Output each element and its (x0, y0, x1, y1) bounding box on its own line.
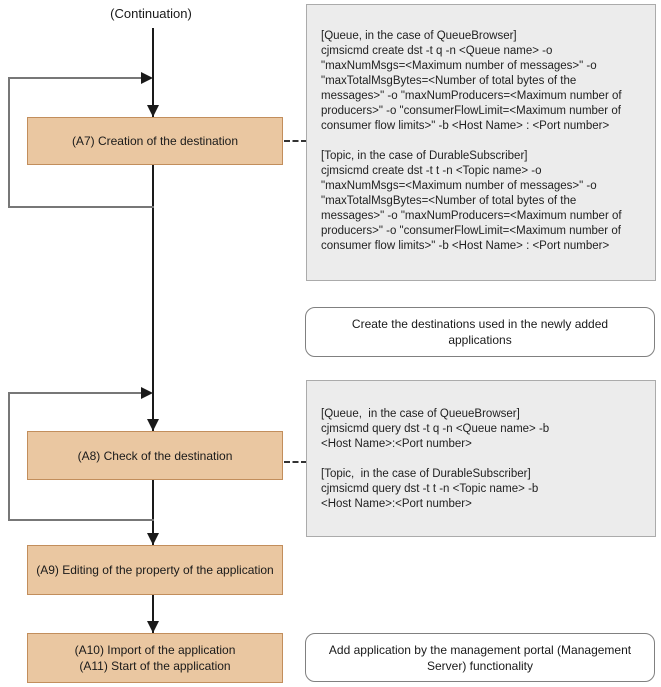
process-box-a7: (A7) Creation of the destination (27, 117, 283, 165)
process-box-a11-label: (A11) Start of the application (79, 659, 231, 673)
loop1-left-line (8, 77, 10, 208)
callout-add-application: Add application by the management portal… (305, 633, 655, 682)
a8-note-dashed-connector (284, 461, 307, 463)
arrowhead-into-a7-icon (147, 105, 159, 117)
process-box-a9-label: (A9) Editing of the property of the appl… (36, 563, 274, 577)
loop2-left-line (8, 392, 10, 521)
process-box-a9: (A9) Editing of the property of the appl… (27, 545, 283, 595)
process-box-a10-a11: (A10) Import of the application (A11) St… (27, 633, 283, 683)
arrowhead-into-a8-icon (147, 419, 159, 431)
process-box-a7-label: (A7) Creation of the destination (71, 134, 239, 148)
main-flow-line (152, 28, 154, 633)
arrowhead-into-a9-icon (147, 533, 159, 545)
process-box-a8: (A8) Check of the destination (27, 431, 283, 480)
arrowhead-into-a10-icon (147, 621, 159, 633)
a7-note-dashed-connector (284, 140, 307, 142)
loop1-bottom-line (8, 206, 154, 208)
process-box-a10-label: (A10) Import of the application (74, 643, 236, 657)
note-box-create-commands: [Queue, in the case of QueueBrowser] cjm… (306, 4, 656, 281)
note-box-query-commands: [Queue, in the case of QueueBrowser] cjm… (306, 380, 656, 537)
continuation-label: (Continuation) (110, 6, 192, 21)
loop2-top-line (8, 392, 142, 394)
callout-create-destinations: Create the destinations used in the newl… (305, 307, 655, 357)
loop1-arrowhead-icon (141, 72, 153, 84)
callout-create-destinations-text: Create the destinations used in the newl… (351, 317, 609, 347)
loop2-arrowhead-icon (141, 387, 153, 399)
loop2-bottom-line (8, 519, 154, 521)
callout-add-application-text: Add application by the management portal… (328, 642, 632, 673)
process-box-a8-label: (A8) Check of the destination (77, 448, 233, 463)
loop1-top-line (8, 77, 142, 79)
